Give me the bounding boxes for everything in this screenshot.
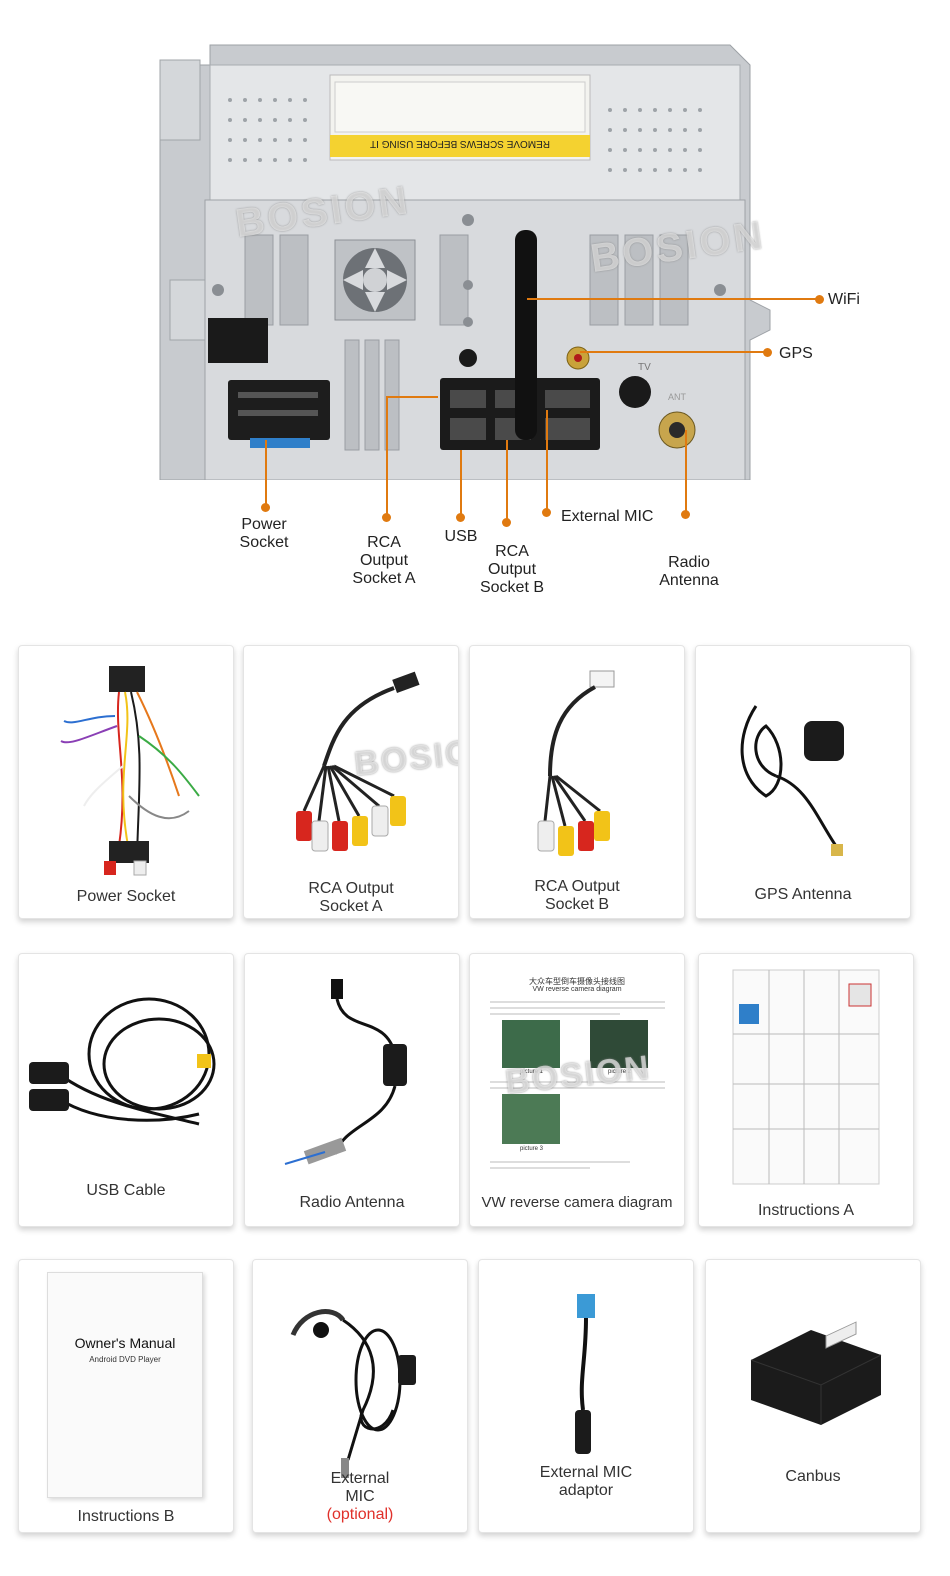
rca-a-cable-image	[296, 671, 420, 852]
card-caption: Radio Antenna	[299, 1194, 405, 1211]
radio-antenna-cable-image	[284, 979, 407, 1165]
picture-1-label: picture 1	[520, 1069, 544, 1075]
rca-a-dot	[382, 513, 391, 522]
card-caption: GPS Antenna	[754, 886, 852, 903]
manual-title: Owner's Manual	[74, 1335, 176, 1351]
card-caption: Instructions B	[77, 1508, 175, 1525]
external-mic-image	[290, 1309, 416, 1478]
card-caption: Instructions A	[757, 1202, 855, 1219]
card-caption: Power Socket	[76, 888, 176, 905]
card-caption: USB Cable	[86, 1182, 166, 1199]
external-mic-dot	[542, 508, 551, 517]
accessory-card-camera-diagram: 大众车型倒车摄像头接线图 VW reverse camera diagram p…	[469, 953, 685, 1227]
head-unit-section: REMOVE SCREWS BEFORE USING IT	[0, 0, 950, 620]
rca-b-cable-image	[537, 670, 615, 856]
manual-booklet: Owner's Manual Android DVD Player	[47, 1272, 203, 1498]
accessory-card-radio-antenna: Radio Antenna	[244, 953, 460, 1227]
power-socket-leader-line	[265, 440, 267, 505]
mic-adaptor-image	[575, 1294, 595, 1454]
card-caption: External MIC (optional)	[253, 1470, 467, 1524]
power-harness-image	[60, 666, 200, 876]
gps-leader-line	[580, 351, 765, 353]
accessory-card-canbus: Canbus	[705, 1259, 921, 1533]
usb-cable-image	[29, 997, 216, 1126]
svg-text:TV: TV	[638, 362, 651, 373]
external-mic-leader-line	[546, 410, 548, 510]
usb-leader-line	[460, 450, 462, 515]
accessory-card-usb-cable: USB Cable	[18, 953, 234, 1227]
rca-a-leader-top	[386, 396, 438, 398]
rca-b-dot	[502, 518, 511, 527]
card-caption: Canbus	[785, 1468, 841, 1485]
manual-subtitle: Android DVD Player	[89, 1355, 161, 1364]
diagram-title-en: VW reverse camera diagram	[532, 986, 622, 993]
power-socket-dot	[261, 503, 270, 512]
accessory-card-gps-antenna: GPS Antenna	[695, 645, 911, 919]
gps-antenna-image	[740, 705, 844, 856]
optional-note: (optional)	[326, 1506, 394, 1523]
canbus-box-image	[750, 1321, 882, 1425]
usb-dot	[456, 513, 465, 522]
accessory-card-external-mic: External MIC (optional)	[252, 1259, 468, 1533]
gps-label: GPS	[779, 345, 813, 362]
rca-a-leader-line	[386, 396, 388, 516]
wifi-leader-line	[527, 298, 817, 300]
usb-label: USB	[444, 528, 478, 545]
picture-3-label: picture 3	[520, 1146, 544, 1152]
head-unit-rear-image: REMOVE SCREWS BEFORE USING IT	[159, 44, 771, 480]
diagram-title-cn: 大众车型倒车摄像头接线图	[529, 977, 625, 986]
rca-b-leader-line	[506, 440, 508, 520]
wifi-dot	[815, 295, 824, 304]
picture-2-label: picture 2	[608, 1069, 632, 1075]
radio-antenna-dot	[681, 510, 690, 519]
card-caption: VW reverse camera diagram	[481, 1194, 673, 1211]
instructions-a-image	[732, 969, 880, 1185]
accessory-card-instructions-b: Owner's Manual Android DVD Player Instru…	[18, 1259, 234, 1533]
external-mic-label: External MIC	[561, 508, 654, 525]
wifi-label: WiFi	[828, 291, 860, 308]
gps-dot	[763, 348, 772, 357]
camera-diagram-image	[490, 1001, 665, 1169]
svg-text:ANT: ANT	[668, 392, 687, 402]
accessory-card-power-socket: Power Socket	[18, 645, 234, 919]
radio-antenna-leader-line	[685, 430, 687, 512]
svg-text:REMOVE SCREWS BEFORE USING IT: REMOVE SCREWS BEFORE USING IT	[370, 138, 550, 149]
accessory-card-instructions-a: Instructions A	[698, 953, 914, 1227]
